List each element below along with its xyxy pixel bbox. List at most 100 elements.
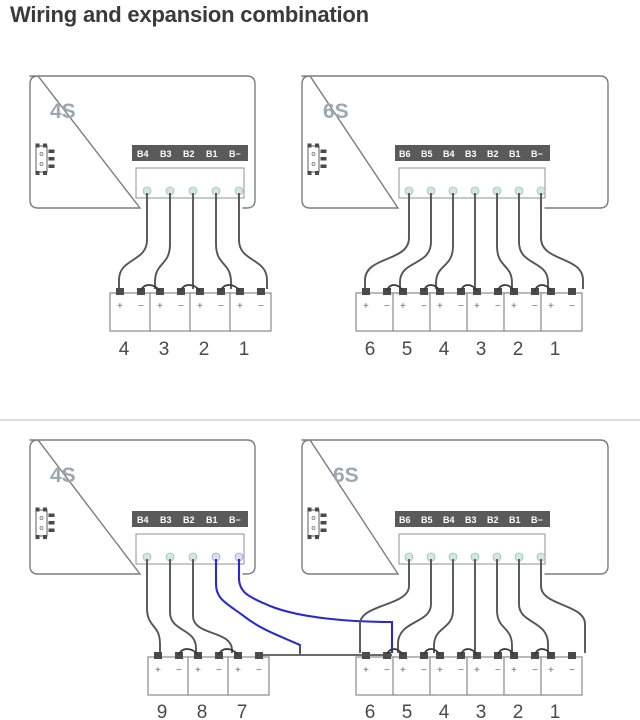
diagram-bottom-expansion-4s: 4S B4 B3 B2 B1 B−	[29, 439, 394, 720]
pin-label-b2: B2	[183, 149, 195, 159]
svg-text:−: −	[421, 301, 427, 312]
battery-cell: + − 5	[392, 652, 435, 720]
svg-text:+: +	[363, 301, 369, 312]
terminal-plus-label: +	[117, 301, 123, 312]
cell-number: 4	[439, 702, 450, 720]
battery-cell: + − 6	[355, 652, 398, 720]
battery-cell: + − 2	[503, 652, 546, 720]
pin-label-bar	[132, 511, 248, 527]
pin-header-4s-bottom: B4 B3 B2 B1 B−	[132, 511, 248, 565]
svg-text:+: +	[437, 301, 443, 312]
cell-number: 7	[237, 702, 248, 720]
svg-text:+: +	[400, 665, 406, 676]
svg-text:+: +	[474, 301, 480, 312]
svg-text:+: +	[157, 301, 163, 312]
pin-label-b1: B1	[509, 515, 521, 525]
cell-number: 3	[476, 702, 487, 720]
pin-label-b5: B5	[421, 515, 433, 525]
svg-text:+: +	[437, 665, 443, 676]
svg-text:+: +	[195, 665, 201, 676]
wire-bundle-6s-bottom	[359, 559, 586, 653]
svg-text:−: −	[495, 301, 501, 312]
cell-number: 8	[197, 702, 208, 720]
board-label-4s-bottom: 4S	[50, 464, 76, 487]
board-label-4s-top: 4S	[50, 100, 76, 123]
svg-text:−: −	[458, 665, 464, 676]
pin-label-b3: B3	[160, 149, 172, 159]
battery-cell: + − 3	[466, 288, 509, 360]
diagram-bottom-expansion-6s: 6S B6 B5 B4 B3 B2 B1 B−	[299, 439, 609, 720]
cell-number: 4	[119, 339, 130, 360]
battery-cell: + − 9	[147, 652, 190, 720]
cell-number: 2	[513, 339, 524, 360]
terminal-minus-label: −	[138, 301, 144, 312]
svg-text:+: +	[363, 665, 369, 676]
pin-header-6s-top: B6 B5 B4 B3 B2 B1 B−	[395, 145, 550, 199]
battery-cell: + − 1	[229, 288, 272, 360]
pin-label-b4: B4	[137, 149, 149, 159]
pin-label-bminus: B−	[229, 149, 241, 159]
pin-label-b3: B3	[160, 515, 172, 525]
cell-number: 5	[402, 702, 413, 720]
diagram-top-standalone-6s: 6S B6 B5 B4 B3 B2 B1 B−	[301, 75, 609, 360]
pin-label-b6: B6	[399, 149, 411, 159]
cell-number: 1	[239, 339, 250, 360]
svg-text:+: +	[235, 665, 241, 676]
battery-cell: + − 7	[227, 652, 270, 720]
svg-text:−: −	[216, 665, 222, 676]
battery-cell: + − 2	[503, 288, 546, 360]
svg-text:+: +	[400, 301, 406, 312]
pin-label-b3: B3	[465, 149, 477, 159]
board-label-6s-top: 6S	[323, 100, 349, 123]
pin-label-bminus: B−	[229, 515, 241, 525]
battery-cell: + − 4	[109, 288, 152, 360]
pin-label-b1: B1	[206, 515, 218, 525]
svg-text:−: −	[532, 665, 538, 676]
cell-number: 2	[199, 339, 210, 360]
svg-text:−: −	[178, 301, 184, 312]
pin-label-bminus: B−	[531, 515, 543, 525]
series-links	[178, 648, 239, 656]
battery-cell: + − 1	[540, 288, 583, 360]
pin-label-b5: B5	[421, 149, 433, 159]
battery-cell: + − 4	[429, 652, 472, 720]
pin-label-bar	[132, 145, 248, 161]
terminal-minus-pad	[137, 288, 145, 295]
svg-text:+: +	[548, 665, 554, 676]
svg-text:−: −	[258, 301, 264, 312]
cell-number: 4	[439, 339, 450, 360]
wire-bundle-4s-bottom-blue	[214, 559, 394, 653]
pin-label-b6: B6	[399, 515, 411, 525]
pin-label-b4: B4	[443, 515, 455, 525]
blue-wire-bminus	[237, 559, 394, 653]
pin-label-b1: B1	[509, 149, 521, 159]
svg-text:+: +	[511, 301, 517, 312]
battery-pack-6s-top: + − 6 + − 5 + − 4	[355, 284, 583, 360]
pin-label-bar	[395, 511, 550, 527]
battery-cell: + − 8	[187, 652, 230, 720]
page-title: Wiring and expansion combination	[10, 2, 369, 27]
battery-pack-4s-bottom: + − 9 + − 8 + − 7	[147, 648, 300, 720]
pin-label-b4: B4	[137, 515, 149, 525]
svg-text:−: −	[384, 665, 390, 676]
cell-number: 3	[159, 339, 170, 360]
cell-number: 1	[550, 339, 561, 360]
svg-text:−: −	[218, 301, 224, 312]
cell-number: 3	[476, 339, 487, 360]
svg-text:−: −	[176, 665, 182, 676]
battery-cell: + − 4	[429, 288, 472, 360]
pin-label-b2: B2	[487, 515, 499, 525]
svg-text:+: +	[548, 301, 554, 312]
svg-text:−: −	[421, 665, 427, 676]
battery-cell: + − 5	[392, 288, 435, 360]
battery-pack-6s-bottom: + − 6 + − 5 + − 4	[299, 645, 583, 720]
cell-number: 1	[550, 702, 561, 720]
pin-label-b3: B3	[465, 515, 477, 525]
pin-label-b1: B1	[206, 149, 218, 159]
svg-text:+: +	[197, 301, 203, 312]
svg-text:+: +	[155, 665, 161, 676]
cell-number: 2	[513, 702, 524, 720]
wire-bundle-6s-top	[364, 193, 584, 289]
battery-cell: + − 3	[466, 652, 509, 720]
